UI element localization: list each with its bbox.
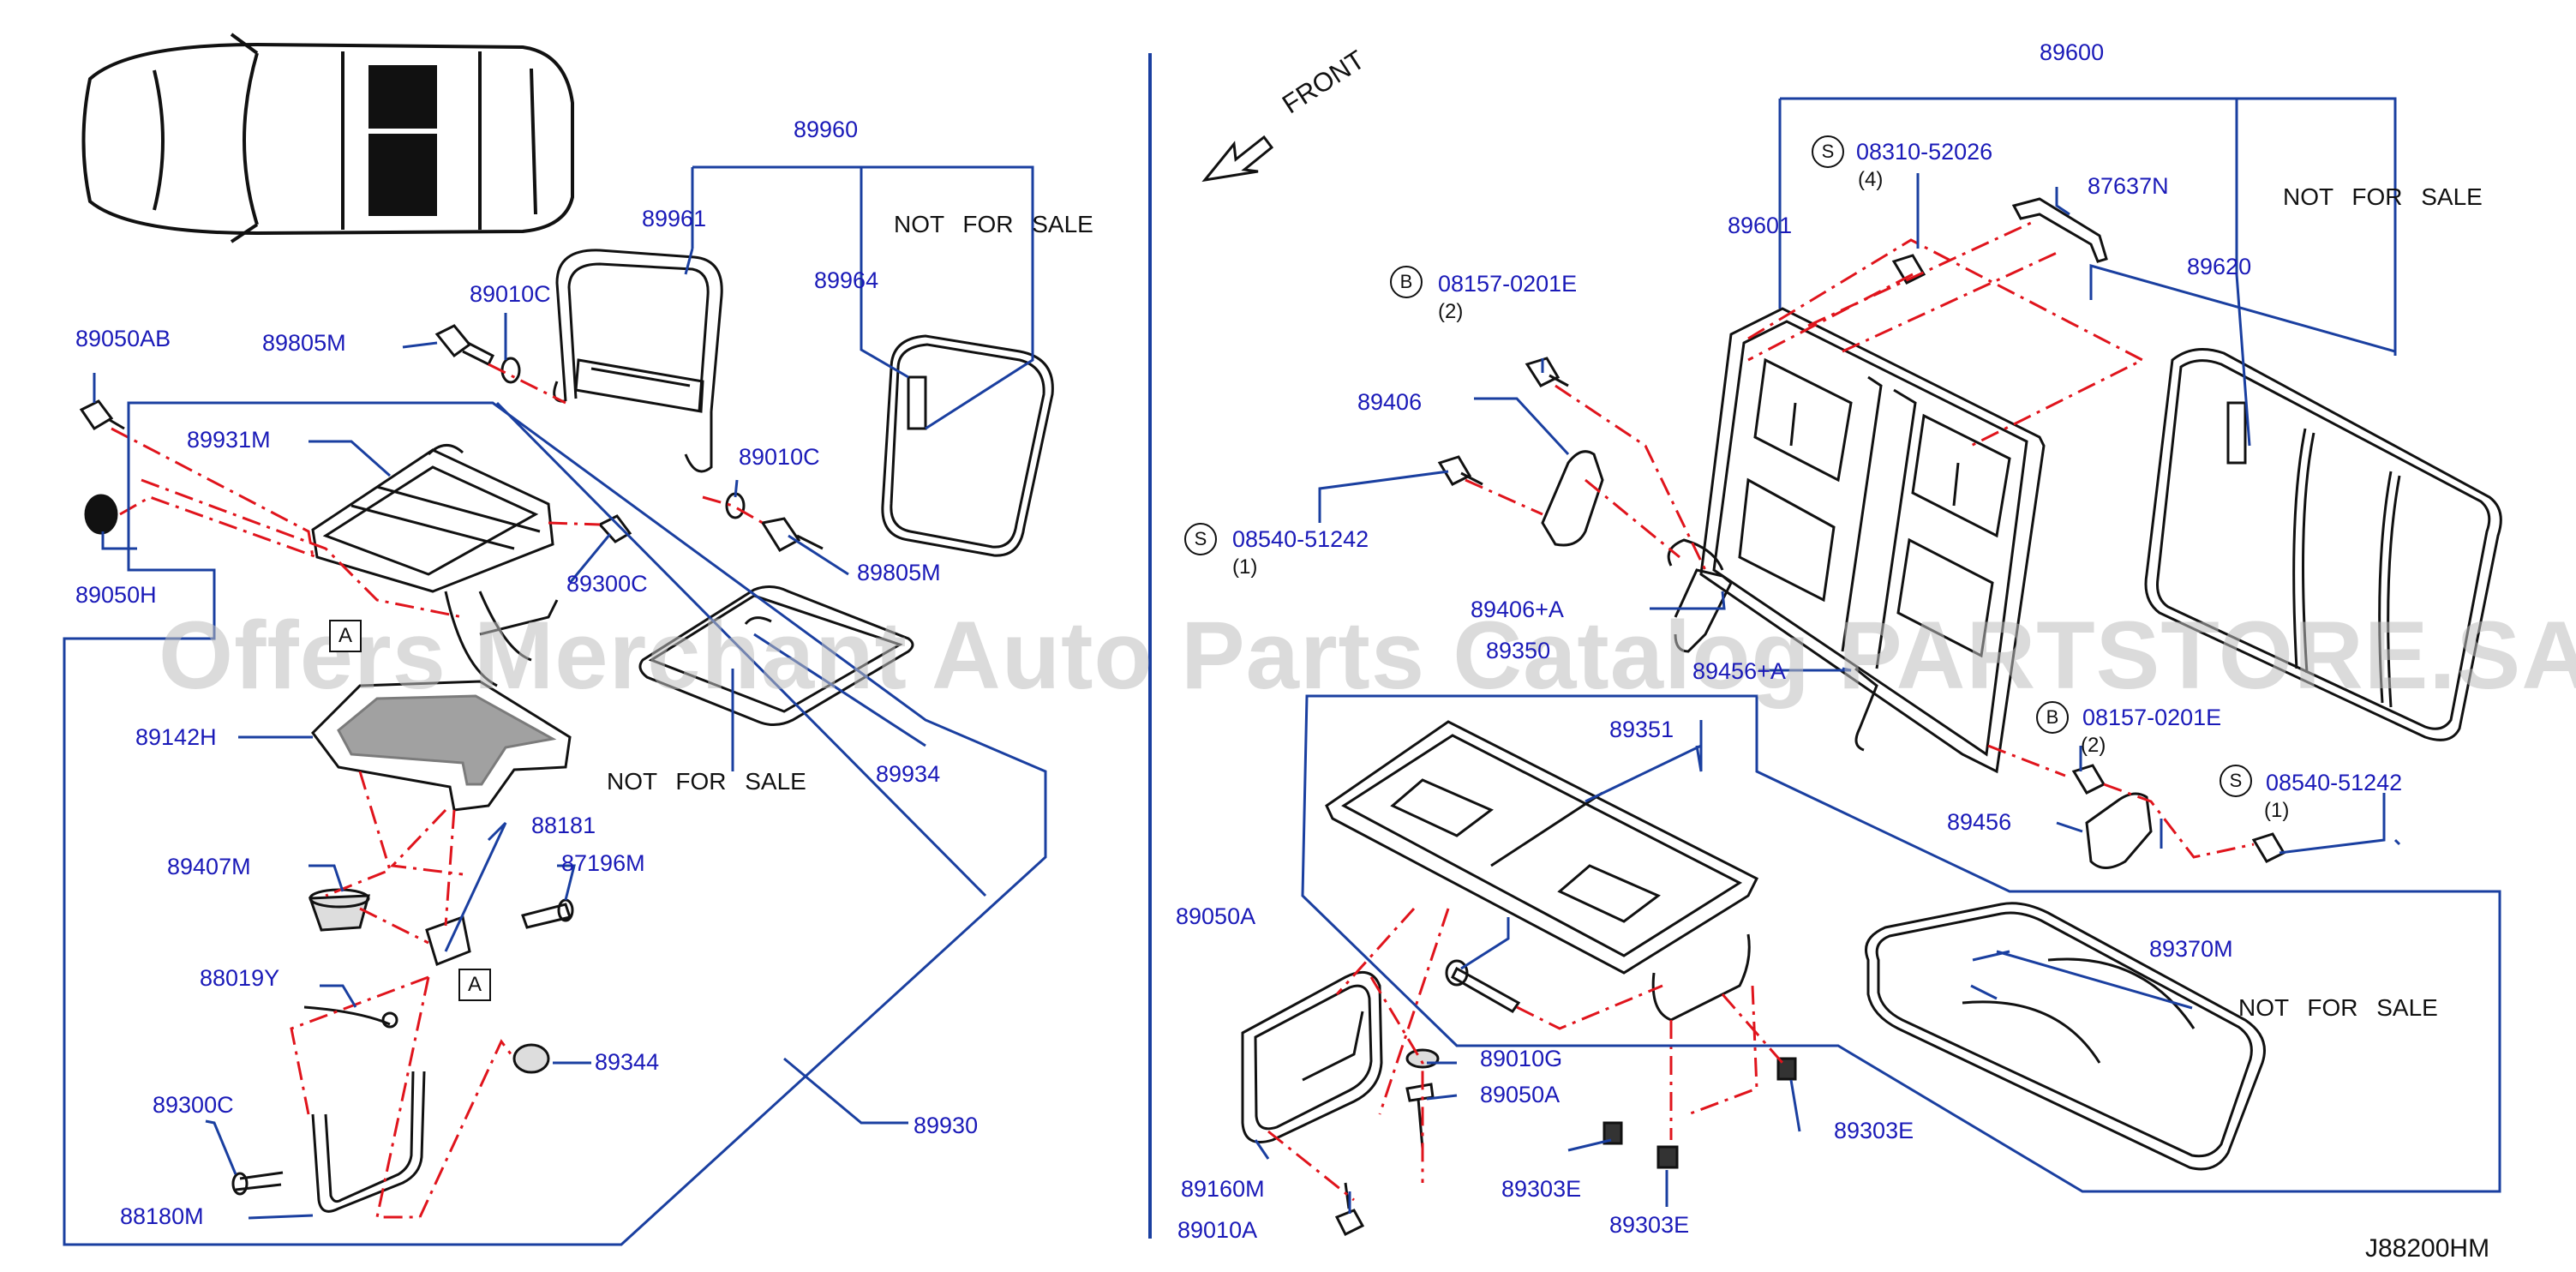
callout-89050h[interactable]: 89050H	[75, 582, 157, 608]
not-for-sale-label: NOT FOR SALE	[607, 768, 806, 795]
callout-88180m[interactable]: 88180M	[120, 1203, 204, 1229]
callout-89456[interactable]: 89456	[1947, 809, 2012, 835]
callout-89964[interactable]: 89964	[814, 267, 879, 293]
headrest-frame-artwork	[553, 249, 723, 473]
seatback-frame-artwork	[1667, 307, 2046, 774]
cushion-cover-artwork	[1865, 902, 2266, 1171]
callout-89050a[interactable]: 89050A	[1480, 1082, 1561, 1107]
callout-89805m[interactable]: 89805M	[262, 330, 346, 356]
callout-89620[interactable]: 89620	[2187, 254, 2252, 279]
callout-89931m[interactable]: 89931M	[187, 427, 271, 453]
callout-89406[interactable]: 89406	[1357, 389, 1423, 415]
callout-89142h[interactable]: 89142H	[135, 724, 217, 750]
callout-89350[interactable]: 89350	[1486, 638, 1551, 663]
bolt-fasteners-right	[1437, 254, 2286, 863]
callout-88181[interactable]: 88181	[531, 813, 596, 838]
callout-89160m[interactable]: 89160M	[1181, 1176, 1265, 1202]
not-for-sale-label: NOT FOR SALE	[2283, 183, 2483, 210]
seat-mat-artwork	[311, 680, 572, 812]
callout-88019y[interactable]: 88019Y	[200, 965, 280, 991]
callout-89010c[interactable]: 89010C	[470, 281, 551, 307]
watermark-text: Offers Merchant Auto Parts Catalog PARTS…	[159, 602, 2576, 709]
callout-89300c[interactable]: 89300C	[153, 1092, 234, 1118]
callout-89010a[interactable]: 89010A	[1177, 1217, 1258, 1243]
callout-89601[interactable]: 89601	[1728, 213, 1793, 238]
callout-08540-51242[interactable]: 08540-51242	[2266, 770, 2403, 795]
seat-cushion-artwork	[638, 585, 914, 726]
callout-89960[interactable]: 89960	[794, 117, 859, 142]
quantity-label: (2)	[2081, 734, 2106, 757]
callout-89456-a[interactable]: 89456+A	[1692, 658, 1786, 684]
callout-89961[interactable]: 89961	[642, 206, 707, 231]
quantity-label: (1)	[2264, 799, 2290, 822]
bolt-symbol-s: S	[1184, 523, 1217, 555]
callout-89370m[interactable]: 89370M	[2149, 936, 2233, 962]
callout-89406-a[interactable]: 89406+A	[1471, 597, 1564, 622]
callout-89930[interactable]: 89930	[914, 1113, 979, 1138]
callout-89351[interactable]: 89351	[1609, 717, 1674, 742]
assembly-dash-lines	[111, 221, 2255, 1219]
callout-89600[interactable]: 89600	[2040, 39, 2105, 65]
bolt-symbol-s: S	[1812, 135, 1844, 168]
callout-89303e[interactable]: 89303E	[1834, 1118, 1914, 1143]
callout-87637n[interactable]: 87637N	[2088, 173, 2169, 199]
callout-89344[interactable]: 89344	[595, 1049, 660, 1075]
hinge-brackets-artwork	[1541, 450, 2153, 869]
callout-08157-0201e[interactable]: 08157-0201E	[1438, 271, 1578, 297]
reference-marker-a: A	[329, 620, 362, 652]
diagram-code: J88200HM	[2365, 1234, 2490, 1263]
callout-89010c[interactable]: 89010C	[739, 444, 820, 470]
side-trim-artwork	[1241, 970, 1383, 1143]
callout-89050a[interactable]: 89050A	[1176, 903, 1256, 929]
quantity-label: (2)	[1438, 300, 1464, 323]
callout-89050ab[interactable]: 89050AB	[75, 326, 171, 351]
callout-08310-52026[interactable]: 08310-52026	[1856, 139, 1993, 165]
callout-87196m[interactable]: 87196M	[561, 850, 645, 876]
callout-89934[interactable]: 89934	[876, 761, 941, 787]
quantity-label: (1)	[1232, 555, 1258, 579]
not-for-sale-label: NOT FOR SALE	[894, 211, 1093, 237]
callout-89805m[interactable]: 89805M	[857, 560, 941, 585]
bolt-symbol-b: B	[1390, 266, 1423, 298]
small-parts-left	[231, 888, 574, 1213]
bolt-symbol-s: S	[2220, 765, 2252, 797]
reference-marker-a: A	[458, 969, 491, 1001]
front-arrow-icon	[1201, 135, 1274, 183]
callout-89010g[interactable]: 89010G	[1480, 1046, 1563, 1071]
callout-89300c[interactable]: 89300C	[566, 571, 648, 597]
quantity-label: (4)	[1858, 168, 1884, 191]
callout-08157-0201e[interactable]: 08157-0201E	[2082, 705, 2222, 730]
callout-89303e[interactable]: 89303E	[1501, 1176, 1582, 1202]
seatback-cover-artwork	[2144, 348, 2502, 741]
callout-89303e[interactable]: 89303E	[1609, 1212, 1690, 1238]
callout-leader-lines	[63, 97, 2501, 1246]
bolt-symbol-b: B	[2036, 701, 2069, 734]
vehicle-top-view-icon	[81, 33, 574, 243]
cushion-frame-artwork	[1325, 720, 1759, 1022]
callout-89407m[interactable]: 89407M	[167, 854, 251, 879]
not-for-sale-label: NOT FOR SALE	[2238, 994, 2438, 1021]
headrest-cover-artwork	[881, 334, 1054, 557]
handle-artwork	[2011, 197, 2108, 263]
seat-frame-artwork	[311, 444, 559, 687]
callout-08540-51242[interactable]: 08540-51242	[1232, 526, 1369, 552]
